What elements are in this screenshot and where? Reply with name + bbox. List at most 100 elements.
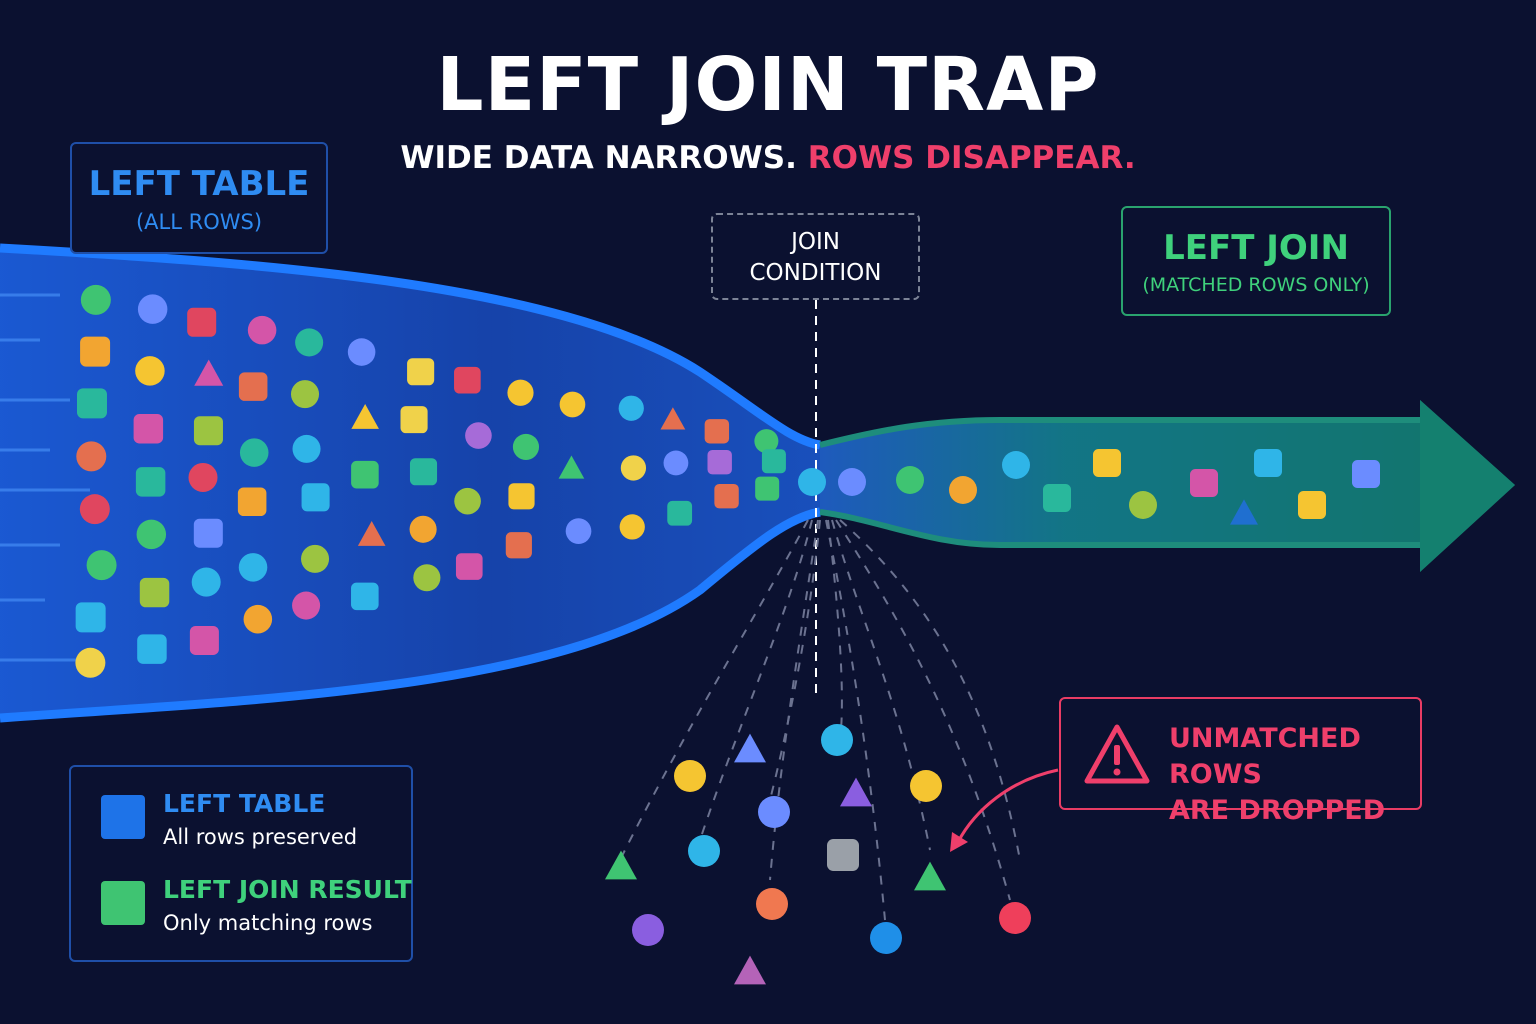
left-row-token — [135, 467, 166, 497]
dropped-row-token — [914, 861, 946, 891]
left-row-token — [413, 564, 441, 592]
warning-line2: ARE DROPPED — [1169, 795, 1386, 826]
left-row-token — [714, 484, 739, 509]
dropped-row-token — [870, 922, 902, 954]
dropped-row-trails — [619, 519, 1021, 921]
matched-row-token — [798, 468, 826, 496]
legend: LEFT TABLE All rows preserved LEFT JOIN … — [69, 765, 413, 962]
matched-row-token — [1129, 491, 1157, 519]
left-row-token — [409, 515, 437, 543]
left-row-token — [455, 553, 483, 580]
dropped-row-token — [758, 796, 790, 828]
left-stream-bottom-edge — [0, 507, 821, 723]
left-row-token — [295, 328, 324, 357]
dropped-row-token — [605, 850, 637, 880]
matched-row-token — [949, 476, 977, 504]
left-row-token — [239, 438, 269, 467]
left-table-subtitle: (ALL ROWS) — [135, 210, 263, 234]
speed-lines — [0, 293, 90, 662]
dropped-row-token — [632, 914, 664, 946]
left-row-token — [620, 455, 647, 481]
warning-triangle-icon — [1084, 724, 1150, 784]
left-join-title: LEFT JOIN — [1163, 228, 1349, 268]
legend-swatch-left-table — [101, 795, 145, 839]
left-row-token — [292, 591, 321, 620]
warning-text: UNMATCHED ROWS ARE DROPPED — [1169, 721, 1420, 829]
dropped-rows — [605, 724, 1031, 985]
left-row-token — [76, 441, 107, 472]
left-row-token — [79, 494, 110, 525]
matched-row-token — [1093, 449, 1121, 477]
left-row-token — [505, 532, 532, 559]
left-join-label-box: LEFT JOIN (MATCHED ROWS ONLY) — [1121, 206, 1391, 316]
left-row-token — [135, 356, 165, 386]
left-join-subtitle: (MATCHED ROWS ONLY) — [1142, 274, 1370, 296]
legend-swatch-left-join-result — [101, 881, 145, 925]
left-row-token — [454, 487, 481, 515]
left-row-token — [618, 395, 644, 421]
warning-line1: UNMATCHED ROWS — [1169, 723, 1361, 790]
left-row-token — [667, 500, 693, 526]
left-row-token — [400, 406, 428, 434]
left-row-token — [559, 391, 586, 418]
left-row-token — [136, 519, 167, 550]
left-row-token — [80, 284, 111, 315]
left-row-token — [351, 404, 379, 429]
left-row-token — [351, 582, 379, 611]
left-row-token — [80, 336, 111, 367]
left-row-token — [191, 567, 221, 597]
join-condition-line2: CONDITION — [749, 260, 882, 286]
dropped-row-token — [840, 777, 872, 807]
left-row-token — [133, 414, 164, 444]
subtitle-white: WIDE DATA NARROWS. — [400, 140, 797, 176]
left-row-token — [290, 380, 320, 409]
legend-name: LEFT JOIN RESULT — [163, 875, 412, 904]
left-row-token — [465, 422, 492, 449]
left-row-token — [86, 550, 117, 581]
left-row-token — [301, 483, 330, 512]
matched-row-token — [1043, 484, 1071, 512]
left-row-token — [407, 358, 435, 386]
left-row-token — [357, 521, 386, 546]
dropped-row-token — [734, 955, 766, 985]
matched-row-token — [838, 468, 866, 496]
dropped-row-token — [688, 835, 720, 867]
left-row-token — [189, 625, 219, 655]
result-stream-bottom-edge — [819, 509, 1420, 548]
matched-rows — [798, 449, 1380, 525]
left-row-token — [75, 647, 106, 678]
left-row-token — [292, 434, 321, 463]
left-row-token — [238, 372, 268, 401]
left-row-token — [707, 449, 732, 475]
matched-row-token — [1002, 451, 1030, 479]
left-row-token — [193, 518, 223, 548]
left-table-rows — [75, 284, 786, 678]
dropped-row-token — [756, 888, 788, 920]
left-join-result-stream — [820, 400, 1515, 572]
left-row-token — [704, 419, 730, 444]
legend-name: LEFT TABLE — [163, 789, 326, 818]
dropped-row-token — [999, 902, 1031, 934]
warning-pointer-arrowhead — [950, 832, 968, 852]
left-row-token — [558, 455, 585, 479]
page-title: LEFT JOIN TRAP — [436, 42, 1100, 128]
left-row-token — [247, 315, 277, 345]
left-row-token — [663, 450, 689, 476]
dropped-row-token — [734, 733, 766, 763]
matched-row-token — [896, 466, 924, 494]
matched-row-token — [1254, 449, 1282, 477]
matched-row-token — [1298, 491, 1326, 519]
left-row-token — [137, 294, 168, 324]
left-row-token — [619, 514, 645, 540]
join-condition-line1: JOIN — [791, 229, 840, 255]
matched-row-token — [1190, 469, 1218, 497]
matched-row-token — [1230, 499, 1258, 525]
left-row-token — [301, 544, 330, 573]
join-condition-box: JOIN CONDITION — [711, 213, 920, 300]
left-row-token — [660, 407, 686, 430]
left-table-stream — [0, 248, 820, 718]
left-table-title: LEFT TABLE — [88, 164, 310, 204]
left-row-token — [761, 449, 786, 474]
dropped-row-token — [910, 770, 942, 802]
